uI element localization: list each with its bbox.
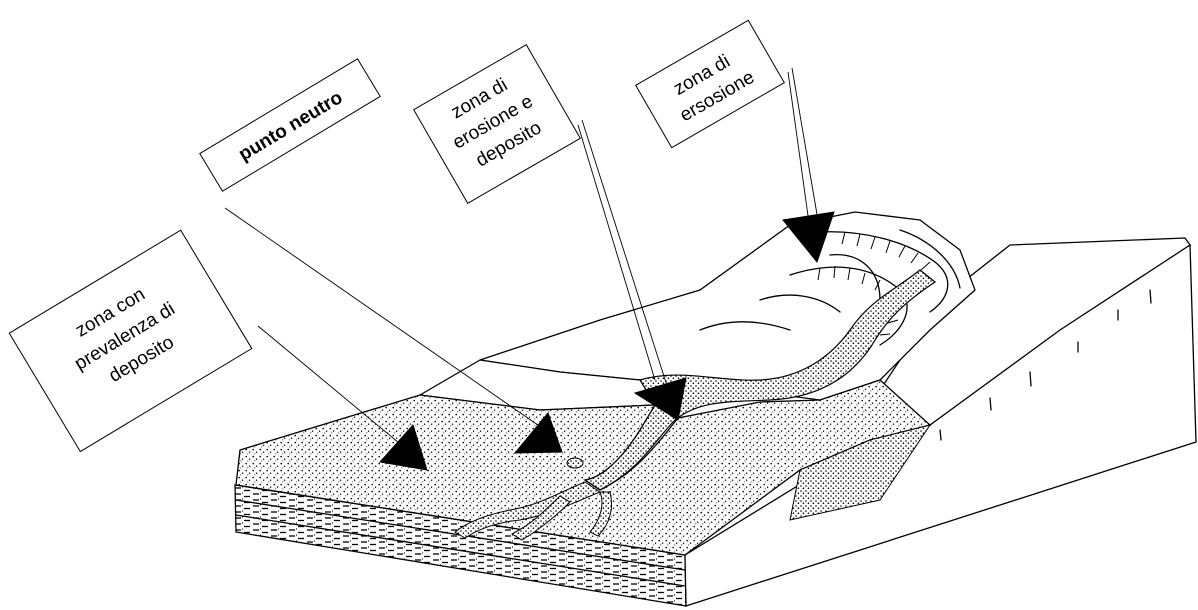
label-box-zona-erosione-deposito: zona di erosione e deposito [414,45,581,204]
label-box-zona-ersosione: zona di ersosione [636,20,785,147]
leader-punto-neutro [225,208,545,430]
terrain-block [235,212,1196,606]
label-box-punto-neutro: punto neutro [200,59,380,191]
leader-ersosione-a [788,72,810,230]
leader-ersosione-b [792,68,820,232]
label-box-zona-deposito: zona con prevalenza di deposito [9,230,252,451]
